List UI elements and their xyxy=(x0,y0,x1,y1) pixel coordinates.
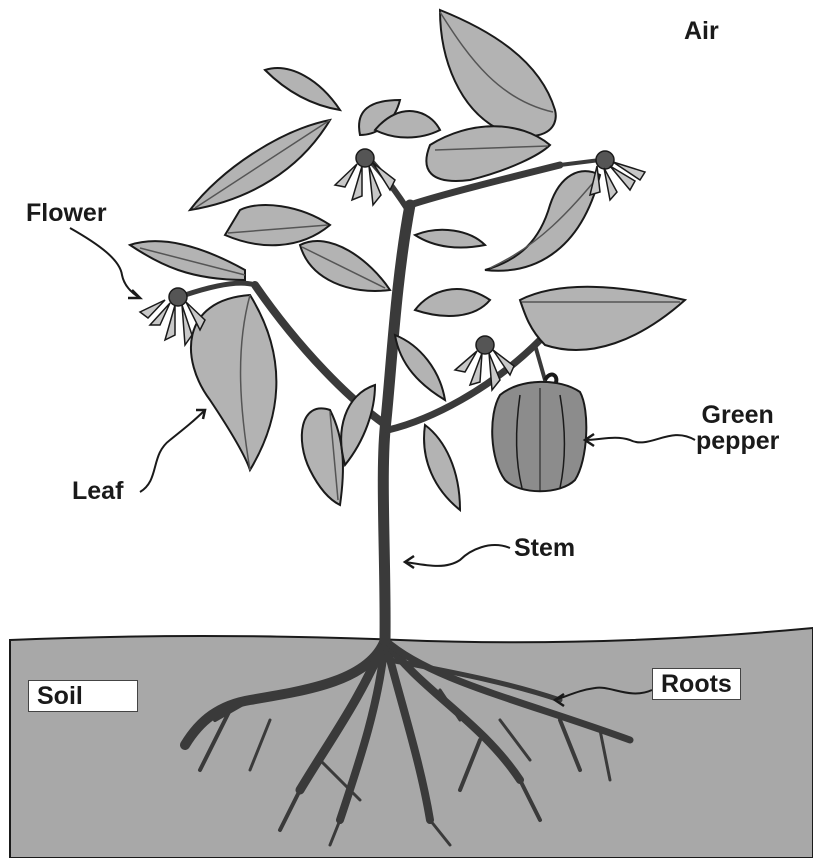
label-roots: Roots xyxy=(652,668,741,700)
arrow-green-pepper xyxy=(585,435,695,442)
label-green-pepper: Green pepper xyxy=(696,402,779,455)
leaf-top-right-large xyxy=(440,10,556,136)
label-soil: Soil xyxy=(28,680,138,712)
leaves xyxy=(130,10,685,510)
label-air: Air xyxy=(684,18,719,44)
label-green-pepper-line2: pepper xyxy=(696,428,779,454)
flower-top-center xyxy=(335,149,395,205)
leaf-top-left-small xyxy=(265,68,340,110)
leaf-right-branch-b xyxy=(520,287,685,350)
label-stem: Stem xyxy=(514,535,575,561)
leaf-center-small xyxy=(415,230,485,248)
label-leaf: Leaf xyxy=(72,478,123,504)
label-flower: Flower xyxy=(26,200,107,226)
arrow-stem xyxy=(405,545,510,566)
arrow-leaf xyxy=(140,410,205,492)
green-pepper xyxy=(492,375,586,492)
leaf-right-branch-a xyxy=(415,289,490,316)
leaf-lower-right xyxy=(424,425,460,510)
flower-top-right xyxy=(590,151,645,200)
leaf-mid-left-a xyxy=(225,205,330,245)
label-green-pepper-line1: Green xyxy=(696,402,779,428)
leaf-right-hanging xyxy=(485,171,600,270)
leaf-mid-right xyxy=(395,335,445,400)
arrow-flower xyxy=(70,228,140,298)
